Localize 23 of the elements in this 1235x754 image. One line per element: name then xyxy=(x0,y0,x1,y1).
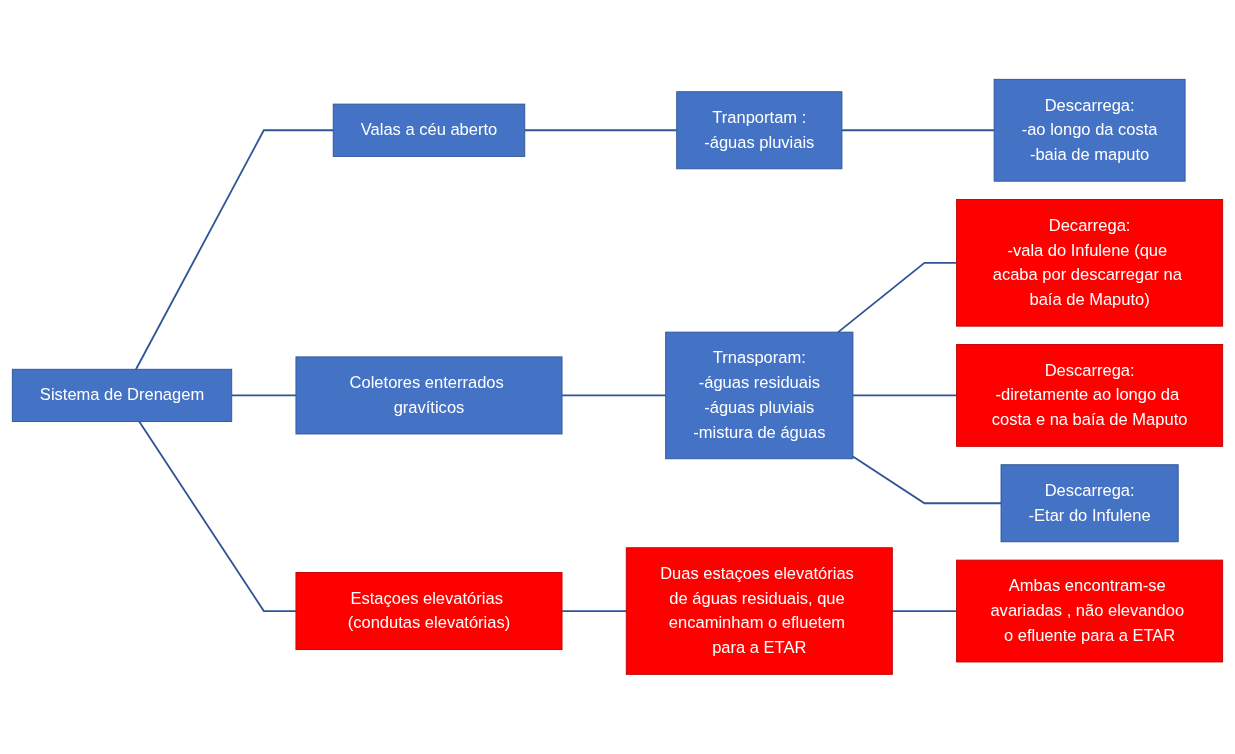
node-box: Duas estaçoes elevatórias de águas residuais, que encaminham o efluetem para a ETAR xyxy=(625,547,893,675)
node-box: Trnasporam: -águas residuais -águas pluviais -mistura de águas xyxy=(665,331,854,460)
connector xyxy=(561,394,667,397)
node-box: Descarrega: -diretamente ao longo da costa e na baía de Maputo xyxy=(956,344,1224,447)
node-box: Descarrega: -Etar do Infulene xyxy=(1000,464,1179,543)
connector xyxy=(135,129,335,371)
connector xyxy=(561,610,628,613)
node-box: Sistema de Drenagem xyxy=(11,368,233,423)
node-box: Tranportam : -águas pluviais xyxy=(676,91,843,170)
node-box: Coletores enterrados gravíticos xyxy=(295,356,563,435)
connector xyxy=(837,262,958,334)
connector xyxy=(230,394,297,397)
connector xyxy=(852,394,958,397)
connector xyxy=(841,129,996,132)
node-box: Descarrega: -ao longo da costa -baia de maputo xyxy=(993,79,1186,182)
node-box: Ambas encontram-se avariadas , não elevandoo o efluente para a ETAR xyxy=(956,559,1224,663)
node-box: Valas a céu aberto xyxy=(332,103,526,157)
node-box: Estaçoes elevatórias (condutas elevatórias) xyxy=(295,572,563,651)
connector xyxy=(852,455,1002,505)
node-box: Decarrega: -vala do Infulene (que acaba por descarregar na baía de Maputo) xyxy=(956,199,1224,327)
connector xyxy=(891,610,958,613)
connector xyxy=(523,129,678,132)
connector xyxy=(138,420,297,613)
